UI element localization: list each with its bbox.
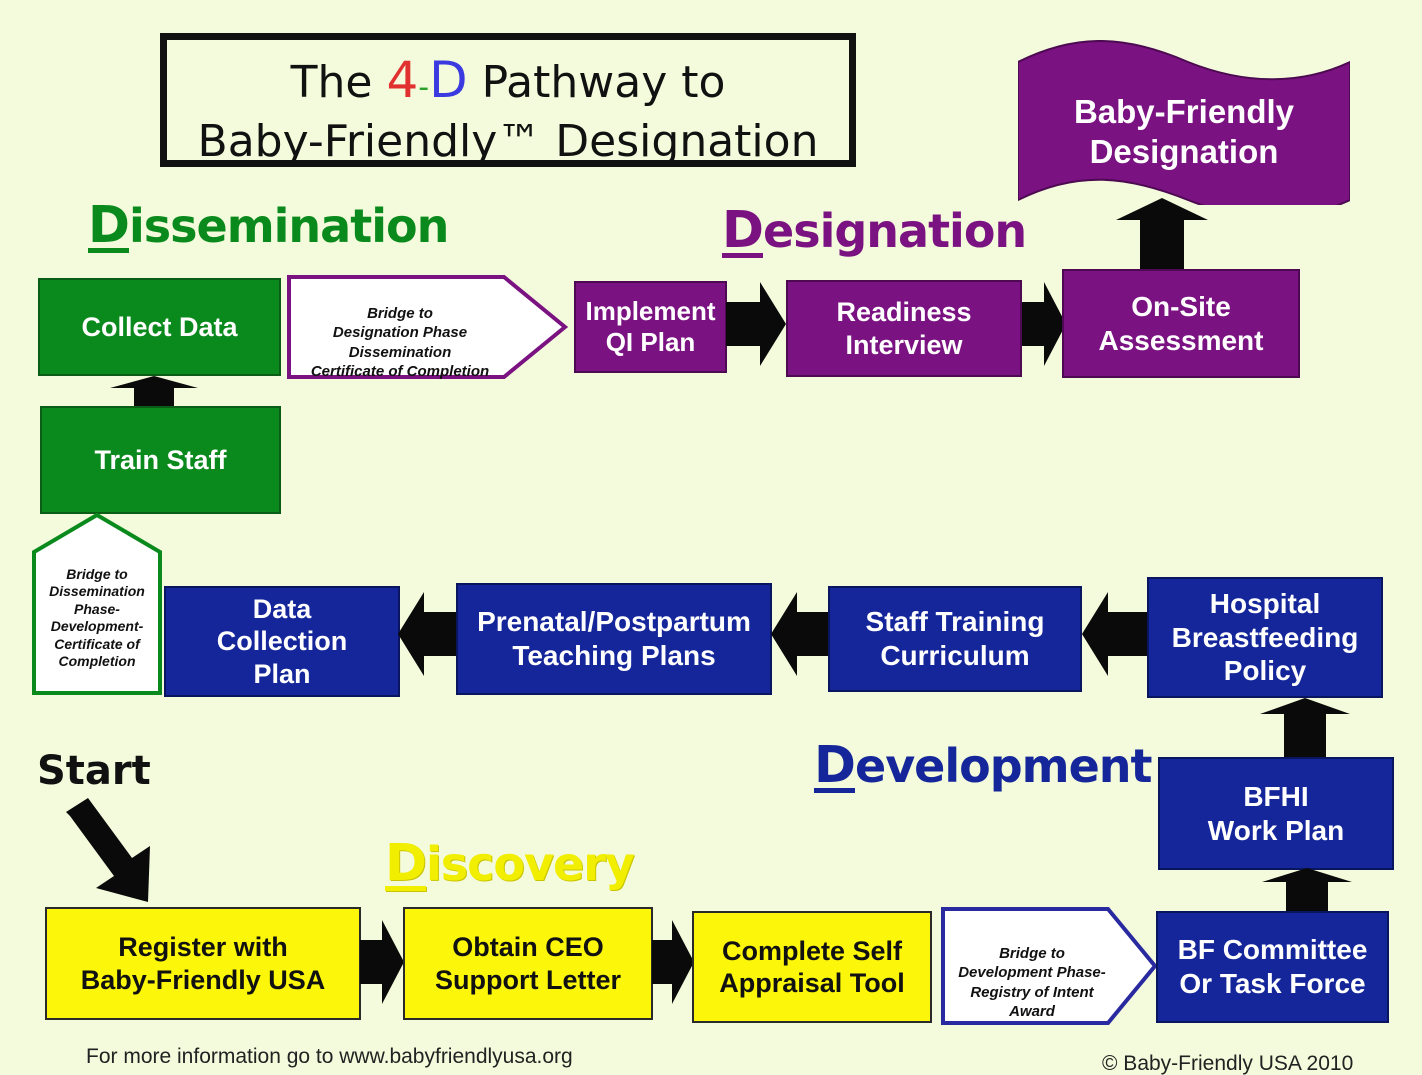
hospital-policy-box: Hospital Breastfeeding Policy <box>1147 577 1383 698</box>
register-box: Register with Baby-Friendly USA <box>45 907 361 1020</box>
arrow-training-to-teaching <box>771 592 831 676</box>
onsite-assessment-box: On-Site Assessment <box>1062 269 1300 378</box>
title-box: The 4-D Pathway to Baby-Friendly™ Design… <box>160 33 856 167</box>
arrow-qi-to-readiness <box>726 282 786 366</box>
arrow-readiness-to-onsite <box>1022 282 1066 366</box>
arrow-teaching-to-datacollection <box>398 592 458 676</box>
arrow-onsite-to-designation <box>1116 198 1208 270</box>
phase-designation-initial: D <box>722 200 764 259</box>
bridge-to-designation-text: Bridge to Designation Phase Disseminatio… <box>310 304 490 381</box>
phase-designation-rest: esignation <box>763 204 1027 258</box>
title-line-1: The 4-D Pathway to <box>167 48 849 113</box>
arrow-bfhi-to-policy <box>1260 698 1350 758</box>
ceo-letter-box: Obtain CEO Support Letter <box>403 907 653 1020</box>
title-line-2: Baby-Friendly™ Designation <box>197 116 819 167</box>
phase-development-initial: D <box>814 735 856 794</box>
phase-designation: Designation <box>722 200 1027 259</box>
bridge-to-designation-shape <box>287 275 568 379</box>
phase-discovery: Discovery <box>385 833 635 892</box>
bf-committee-box: BF Committee Or Task Force <box>1156 911 1389 1023</box>
data-collection-plan-box: Data Collection Plan <box>164 586 400 697</box>
train-staff-box: Train Staff <box>40 406 281 514</box>
start-label: Start <box>37 748 151 794</box>
bridge-to-dissemination-shape <box>32 512 162 695</box>
phase-discovery-rest: iscovery <box>426 837 635 891</box>
arrow-start-down <box>66 798 150 902</box>
bfhi-work-plan-box: BFHI Work Plan <box>1158 757 1394 870</box>
footer-copyright: © Baby-Friendly USA 2010 <box>1102 1052 1354 1075</box>
collect-data-box: Collect Data <box>38 278 281 376</box>
phase-development: Development <box>814 735 1153 794</box>
arrow-policy-to-training <box>1082 592 1148 676</box>
designation-flag-shape <box>1018 40 1350 205</box>
designation-flag-label: Baby-Friendly Designation <box>1073 93 1295 170</box>
footer-info: For more information go to www.babyfrien… <box>86 1045 573 1068</box>
staff-training-curriculum-box: Staff Training Curriculum <box>828 586 1082 692</box>
title-four: 4 <box>386 51 419 109</box>
bridge-to-dissemination-text: Bridge to Dissemination Phase- Developme… <box>49 565 145 670</box>
phase-dissemination-initial: D <box>88 195 130 254</box>
teaching-plans-box: Prenatal/Postpartum Teaching Plans <box>456 583 772 695</box>
arrow-committee-to-bfhi <box>1262 868 1352 912</box>
phase-discovery-initial: D <box>385 833 427 892</box>
title-dash: - <box>418 70 430 105</box>
phase-dissemination-rest: issemination <box>129 199 449 253</box>
arrow-ceo-to-appraisal <box>652 920 694 1004</box>
self-appraisal-box: Complete Self Appraisal Tool <box>692 911 932 1023</box>
implement-qi-plan-box: Implement QI Plan <box>574 281 727 373</box>
phase-dissemination: Dissemination <box>88 195 449 254</box>
title-4d-logo: 4-D <box>386 48 467 113</box>
bridge-to-development-shape <box>941 907 1158 1025</box>
bridge-to-development-text: Bridge to Development Phase- Registry of… <box>958 944 1106 1021</box>
arrow-train-to-collect <box>110 376 198 408</box>
phase-development-rest: evelopment <box>855 739 1153 793</box>
readiness-interview-box: Readiness Interview <box>786 280 1022 377</box>
arrow-register-to-ceo <box>360 920 404 1004</box>
title-pathway: Pathway to <box>481 57 726 108</box>
title-d: D <box>429 51 468 109</box>
title-the: The <box>290 57 373 108</box>
